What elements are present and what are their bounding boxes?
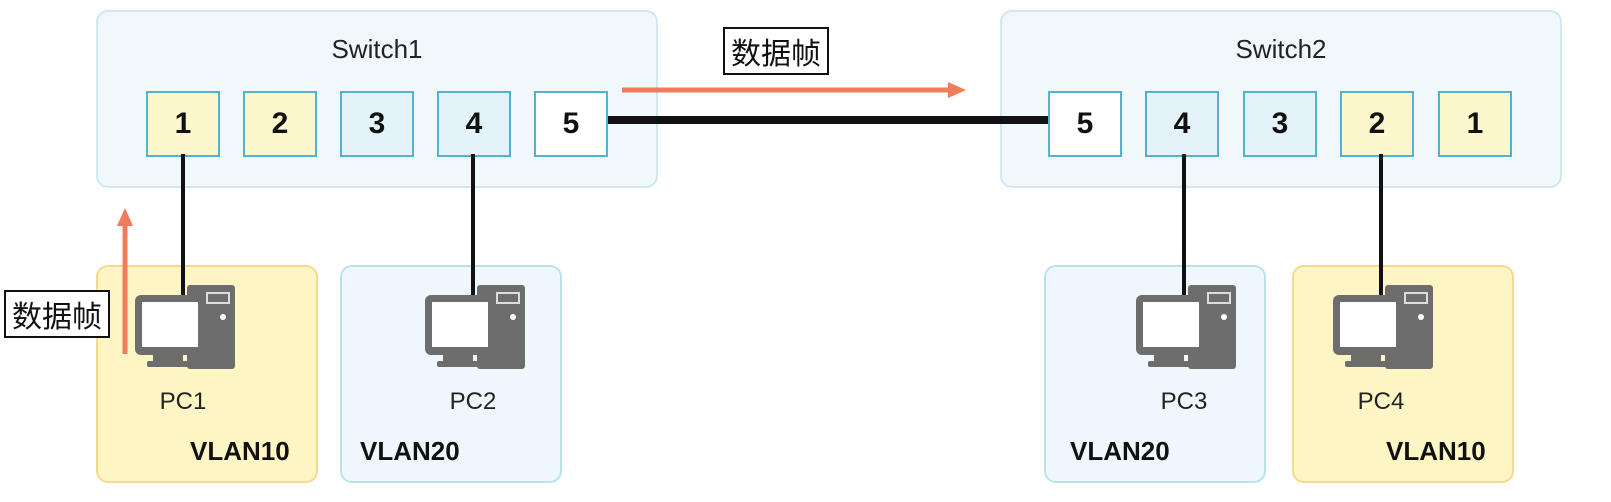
pc1-vlan-label: VLAN10 <box>190 436 290 466</box>
switch2-port-2: 2 <box>1340 91 1414 157</box>
switch1-port-3: 3 <box>340 91 414 157</box>
trunk-arrow-icon <box>622 82 966 98</box>
switch2-port-5: 5 <box>1048 91 1122 157</box>
pc3-vlan-label: VLAN20 <box>1070 436 1170 466</box>
switch2-title: Switch2 <box>1235 34 1327 64</box>
switch1-port-5: 5 <box>534 91 608 157</box>
switch1-port-4: 4 <box>437 91 511 157</box>
trunk-link <box>608 116 1048 124</box>
switch2-port-1: 1 <box>1438 91 1512 157</box>
trunk-frame-label: 数据帧 <box>723 27 829 75</box>
pc2-vlan-label: VLAN20 <box>360 436 460 466</box>
pc1-link <box>181 154 185 299</box>
pc1-computer-icon <box>135 285 235 369</box>
switch2-port-3: 3 <box>1243 91 1317 157</box>
pc4-link <box>1379 154 1383 299</box>
pc2-computer-icon <box>425 285 525 369</box>
switch1-title: Switch1 <box>331 34 423 64</box>
switch2: Switch2 5 4 3 2 1 <box>1000 10 1562 188</box>
pc1-frame-label: 数据帧 <box>4 290 110 338</box>
pc4-vlan-label: VLAN10 <box>1386 436 1486 466</box>
pc3-label: PC3 <box>1160 388 1208 415</box>
switch2-port-4: 4 <box>1145 91 1219 157</box>
switch1-port-2: 2 <box>243 91 317 157</box>
pc4-computer-icon <box>1333 285 1433 369</box>
pc2-link <box>471 154 475 299</box>
pc1-vlan-area <box>96 265 318 483</box>
switch1: Switch1 1 2 3 4 5 <box>96 10 658 188</box>
pc3-link <box>1182 154 1186 299</box>
pc3-computer-icon <box>1136 285 1236 369</box>
pc1-label: PC1 <box>159 388 207 415</box>
pc4-label: PC4 <box>1357 388 1405 415</box>
pc1-arrow-icon <box>117 208 133 354</box>
pc2-label: PC2 <box>449 388 497 415</box>
switch1-port-1: 1 <box>146 91 220 157</box>
